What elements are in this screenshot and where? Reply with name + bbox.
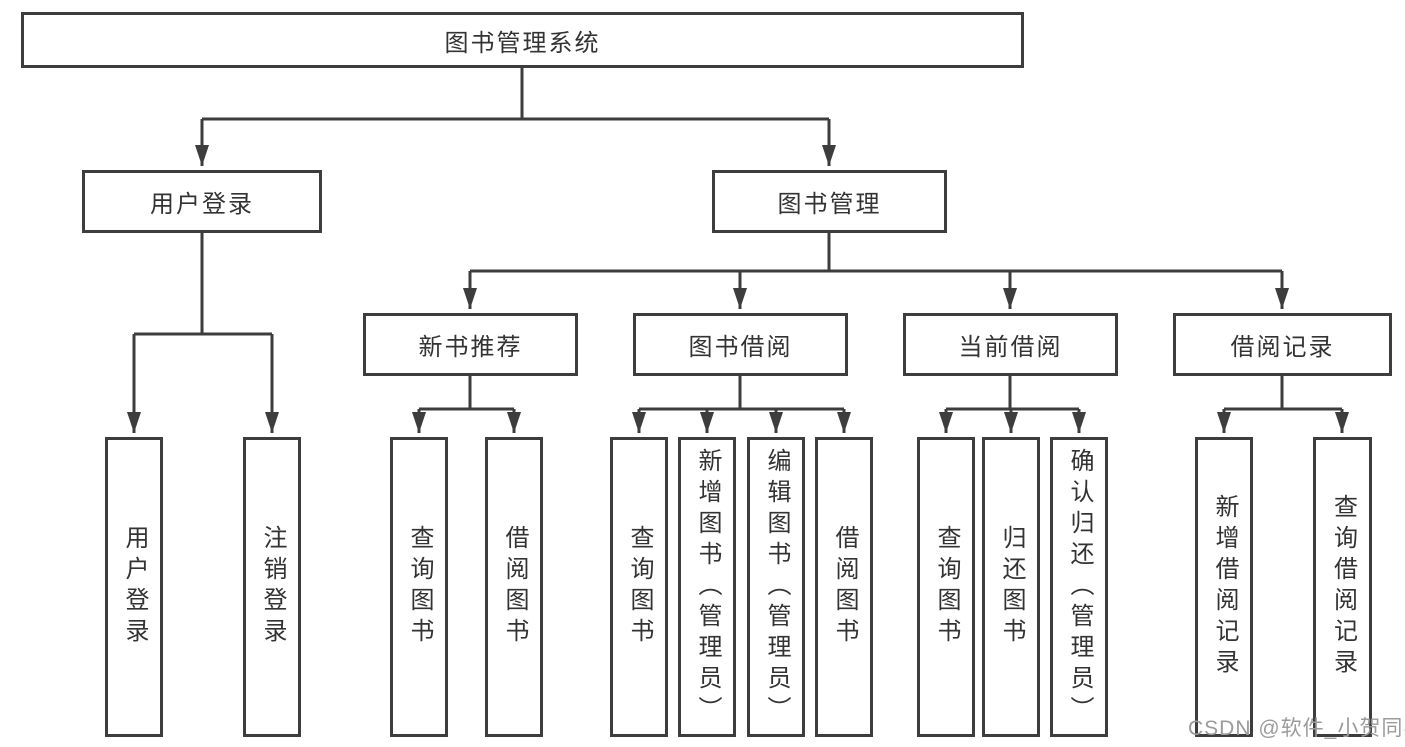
- node-user-login: 用户登录: [82, 170, 322, 233]
- node-label: 新增借阅记录: [1211, 494, 1238, 680]
- node-label: 新书推荐: [418, 334, 523, 361]
- node-label: 图书借阅: [688, 334, 793, 361]
- node-label: 借阅记录: [1230, 334, 1335, 361]
- node-label: 编辑图书（管理员）: [763, 447, 790, 727]
- node-label: 图书管理: [777, 191, 882, 218]
- csdn-watermark: CSDN @软件_小贺同学: [1188, 717, 1405, 740]
- leaf-query-books-2: 查询图书: [610, 437, 668, 737]
- node-book-management: 图书管理: [712, 170, 947, 233]
- leaf-return-books: 归还图书: [982, 437, 1040, 737]
- leaf-logout: 注销登录: [243, 437, 301, 737]
- leaf-add-books-admin: 新增图书（管理员）: [678, 437, 736, 737]
- leaf-query-borrow-record: 查询借阅记录: [1313, 437, 1372, 737]
- node-label: 查询借阅记录: [1329, 494, 1357, 680]
- leaf-query-books-1: 查询图书: [390, 437, 448, 737]
- leaf-borrow-books-2: 借阅图书: [815, 437, 873, 737]
- leaf-edit-books-admin: 编辑图书（管理员）: [747, 437, 805, 737]
- node-label: 归还图书: [998, 525, 1025, 649]
- node-label: 查询图书: [933, 525, 960, 649]
- node-label: 当前借阅: [958, 334, 1063, 361]
- node-label: 注销登录: [259, 525, 286, 649]
- node-label: 新增图书（管理员）: [694, 447, 721, 727]
- node-book-borrow: 图书借阅: [633, 313, 848, 376]
- node-current-borrow: 当前借阅: [903, 313, 1118, 376]
- leaf-confirm-return-admin: 确认归还（管理员）: [1050, 437, 1108, 737]
- node-borrow-records: 借阅记录: [1173, 313, 1392, 376]
- node-label: 借阅图书: [501, 525, 528, 649]
- node-new-book-recommend: 新书推荐: [363, 313, 578, 376]
- leaf-borrow-books-1: 借阅图书: [485, 437, 543, 737]
- node-label: 用户登录: [121, 525, 148, 649]
- node-label: 借阅图书: [831, 525, 858, 649]
- node-label: 查询图书: [406, 525, 433, 649]
- leaf-user-login: 用户登录: [105, 437, 163, 737]
- node-library-management-system: 图书管理系统: [21, 12, 1024, 68]
- node-label: 确认归还（管理员）: [1066, 447, 1093, 727]
- node-label: 用户登录: [150, 191, 254, 218]
- node-label: 查询图书: [626, 525, 653, 649]
- leaf-query-books-3: 查询图书: [917, 437, 975, 737]
- node-label: 图书管理系统: [444, 29, 601, 57]
- leaf-add-borrow-record: 新增借阅记录: [1195, 437, 1253, 737]
